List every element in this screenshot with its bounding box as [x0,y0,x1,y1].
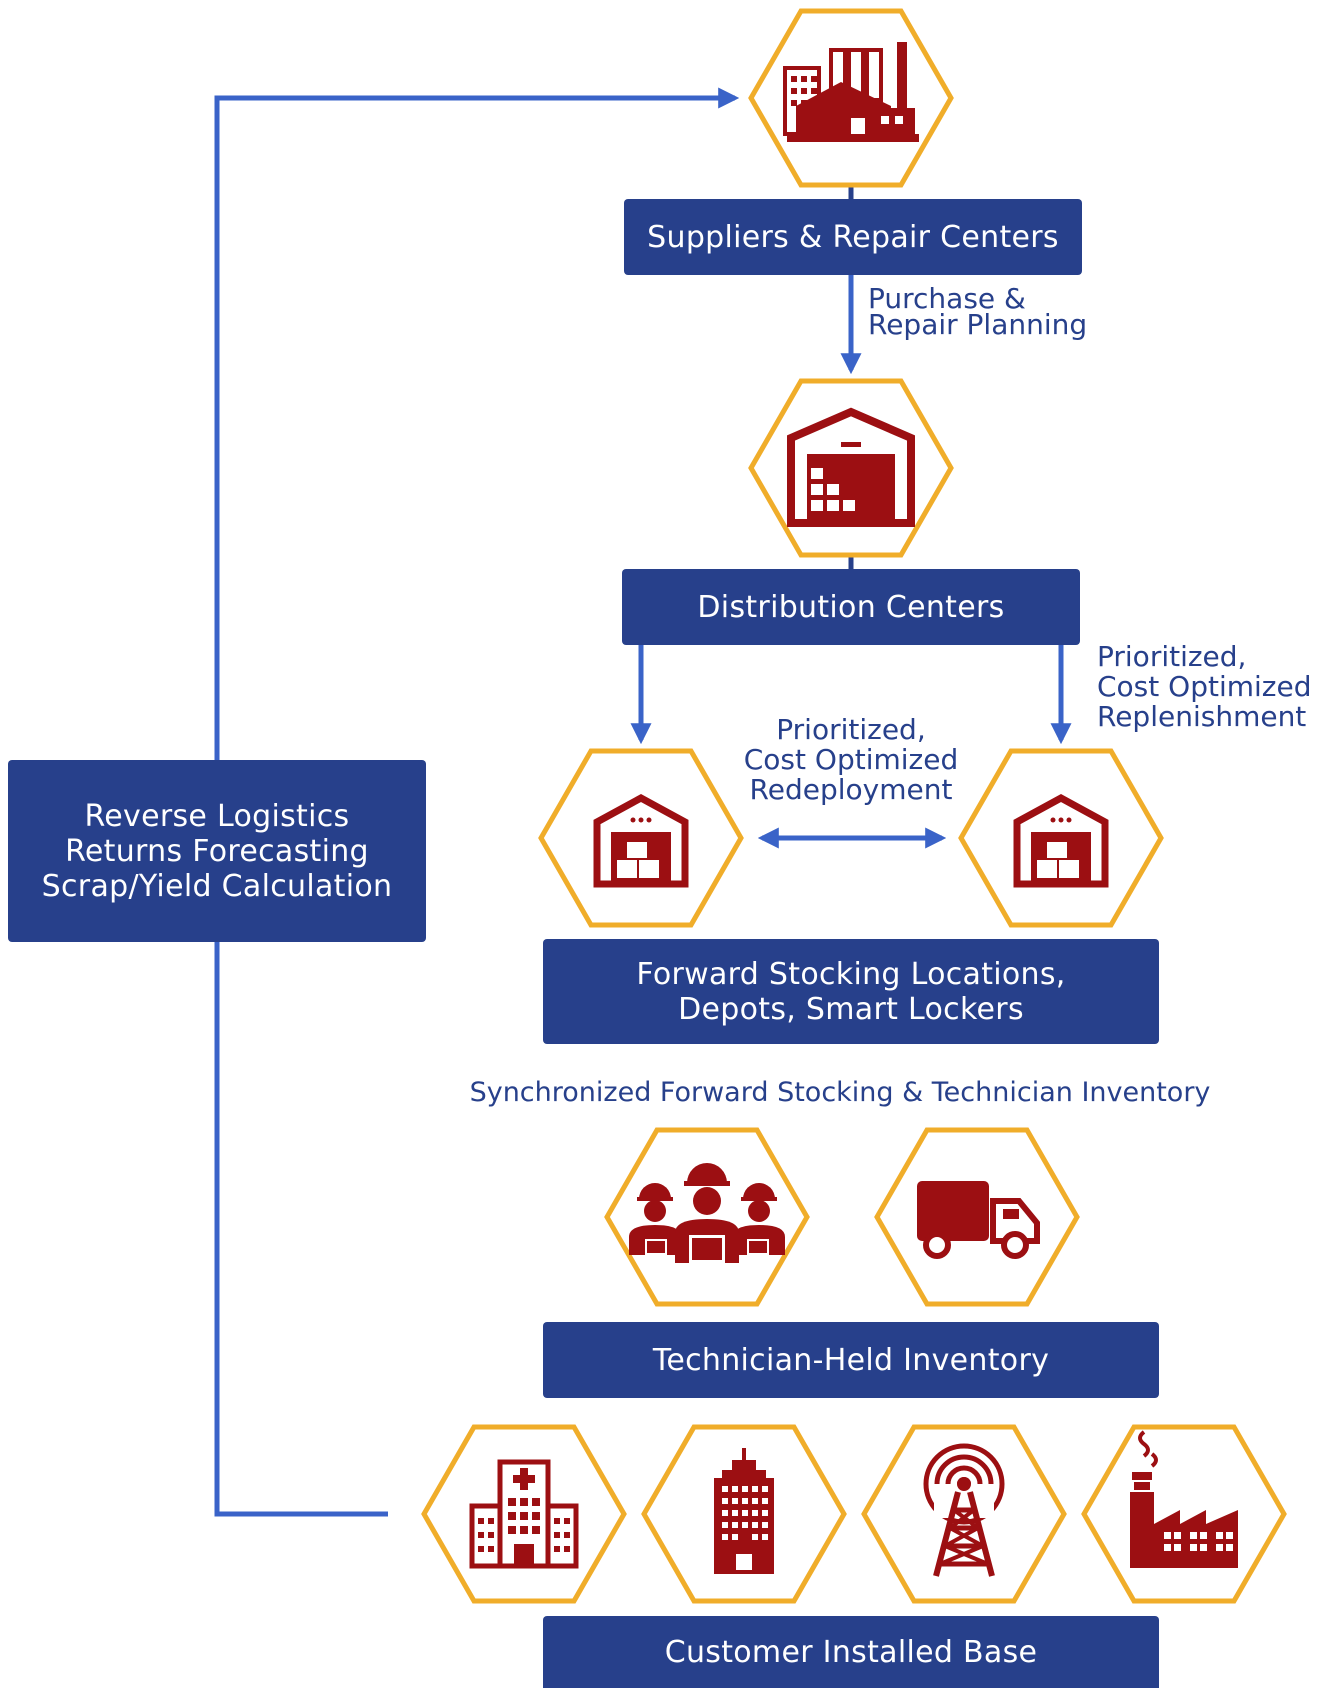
customer-label: Customer Installed Base [664,1634,1038,1670]
redeployment-line-3: Redeployment [749,773,953,806]
replenishment-line-1: Prioritized, [1097,640,1247,673]
redeployment-line-1: Prioritized, [776,713,926,746]
redeployment-line-2: Cost Optimized [743,743,959,776]
radio-tower-hexagon [861,1424,1067,1604]
purchase-line-2: Repair Planning [868,308,1088,341]
redeployment-label: Prioritized, Cost Optimized Redeployment [711,715,991,805]
distribution-box: Distribution Centers [622,569,1080,645]
warehouse-hexagon [748,378,954,558]
technician-label: Technician-Held Inventory [652,1342,1050,1378]
warehouse-icon [787,407,915,527]
reverse-line-2: Returns Forecasting [65,833,369,869]
hospital-icon [469,1459,579,1569]
reverse-line-3: Scrap/Yield Calculation [41,868,393,904]
industrial-plant-icon [1130,1430,1238,1568]
office-building-icon [714,1448,774,1574]
hospital-hexagon [421,1424,627,1604]
synchronized-label: Synchronized Forward Stocking & Technici… [430,1078,1250,1108]
customer-box: Customer Installed Base [543,1616,1159,1688]
radio-tower-icon [923,1443,1005,1577]
office-building-hexagon [641,1424,847,1604]
replenishment-line-3: Replenishment [1097,700,1307,733]
forward-stocking-line-2: Depots, Smart Lockers [678,991,1024,1027]
forward-stocking-line-1: Forward Stocking Locations, [636,956,1066,992]
technician-box: Technician-Held Inventory [543,1322,1159,1398]
suppliers-box: Suppliers & Repair Centers [624,199,1082,275]
small-warehouse-hexagon-right [958,748,1164,928]
small-warehouse-hexagon-left [538,748,744,928]
small-warehouse-icon [1013,794,1109,888]
factory-hexagon [748,8,954,188]
purchase-line-1: Purchase & [868,282,1026,315]
suppliers-label: Suppliers & Repair Centers [647,219,1059,255]
purchase-planning-label: Purchase & Repair Planning [868,282,1088,341]
replenishment-line-2: Cost Optimized [1097,670,1312,703]
small-warehouse-icon [593,794,689,888]
synchronized-text: Synchronized Forward Stocking & Technici… [469,1077,1211,1108]
truck-hexagon [874,1127,1080,1307]
distribution-label: Distribution Centers [697,589,1005,625]
forward-stocking-box: Forward Stocking Locations, Depots, Smar… [543,939,1159,1044]
technicians-icon [629,1163,785,1263]
technicians-hexagon [604,1127,810,1307]
truck-icon [917,1181,1040,1259]
industrial-plant-hexagon [1081,1424,1287,1604]
replenishment-label: Prioritized, Cost Optimized Replenishmen… [1097,642,1311,732]
reverse-logistics-box: Reverse Logistics Returns Forecasting Sc… [8,760,426,942]
factory-icon [783,42,919,142]
reverse-line-1: Reverse Logistics [84,798,350,834]
